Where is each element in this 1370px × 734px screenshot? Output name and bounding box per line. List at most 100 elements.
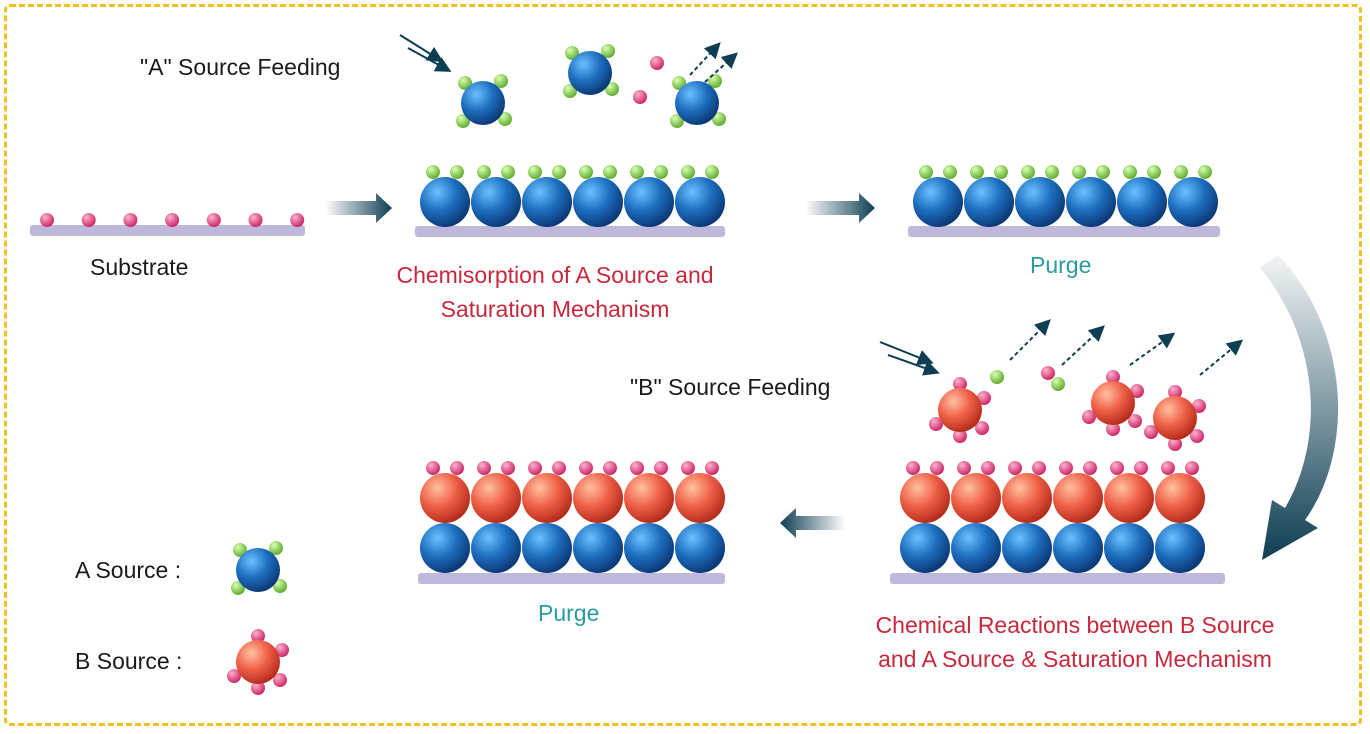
purge-top-caption: Purge — [1030, 252, 1092, 278]
byproduct — [990, 370, 1004, 384]
surface-ligand — [1059, 461, 1073, 475]
b-ligand — [273, 673, 287, 687]
a-layer-atom — [1104, 523, 1154, 573]
substrate-bar — [418, 573, 725, 584]
surface-ligand — [1072, 165, 1086, 179]
surface-ligand — [705, 165, 719, 179]
surface-ligand — [450, 165, 464, 179]
a-layer-atom — [573, 177, 623, 227]
surface-ligand — [957, 461, 971, 475]
b-ligand — [953, 429, 967, 443]
surface-ligand — [943, 165, 957, 179]
surface-ligand — [477, 461, 491, 475]
surface-ligand — [1161, 461, 1175, 475]
b-ligand — [275, 643, 289, 657]
b-layer-atom — [624, 473, 674, 523]
a-ligand — [601, 44, 615, 58]
a-source-molecule — [461, 81, 505, 125]
b-source-molecule — [1091, 381, 1135, 425]
a-layer-atom — [522, 523, 572, 573]
b-ligand — [977, 391, 991, 405]
b-layer-atom — [420, 473, 470, 523]
b-layer-atom — [1155, 473, 1205, 523]
surface-ligand — [426, 461, 440, 475]
surface-ligand — [1021, 165, 1035, 179]
a-layer-atom — [471, 523, 521, 573]
surface-ligand — [477, 165, 491, 179]
a-ligand — [498, 112, 512, 126]
b-source-feeding-label: "B" Source Feeding — [630, 374, 831, 400]
byproduct — [1051, 377, 1065, 391]
surface-ligand — [528, 165, 542, 179]
substrate-bar — [30, 225, 305, 236]
a-layer-atom — [1015, 177, 1065, 227]
b-ligand — [1106, 422, 1120, 436]
a-source-feeding-label: "A" Source Feeding — [140, 54, 341, 80]
surface-ligand — [1185, 461, 1199, 475]
b-ligand — [251, 629, 265, 643]
chemisorption-caption-line2: Saturation Mechanism — [440, 296, 670, 322]
surface-ligand — [654, 165, 668, 179]
b-layer-atom — [900, 473, 950, 523]
substrate-site — [206, 213, 221, 227]
dashed-border — [4, 4, 1362, 726]
surface-ligand — [906, 461, 920, 475]
b-source-molecule — [1153, 396, 1197, 440]
process-arrow — [325, 193, 392, 223]
process-arrow — [780, 508, 845, 538]
substrate-label: Substrate — [90, 254, 189, 280]
flow-arrow — [1199, 339, 1244, 376]
surface-ligand — [1123, 165, 1137, 179]
substrate-site — [248, 213, 263, 227]
surface-ligand — [450, 461, 464, 475]
surface-ligand — [919, 165, 933, 179]
a-layer-atom — [951, 523, 1001, 573]
b-layer-atom — [951, 473, 1001, 523]
surface-ligand — [681, 461, 695, 475]
a-ligand — [605, 82, 619, 96]
purge-bottom-caption: Purge — [538, 600, 600, 626]
a-layer-atom — [1053, 523, 1103, 573]
b-ligand — [1106, 370, 1120, 384]
b-ligand — [251, 681, 265, 695]
a-layer-atom — [900, 523, 950, 573]
flow-arrow — [1009, 319, 1051, 361]
surface-ligand — [994, 165, 1008, 179]
surface-ligand — [1045, 165, 1059, 179]
a-layer-atom — [573, 523, 623, 573]
surface-ligand — [681, 165, 695, 179]
surface-ligand — [1198, 165, 1212, 179]
process-arrow — [805, 193, 875, 223]
b-ligand — [953, 377, 967, 391]
surface-ligand — [579, 165, 593, 179]
surface-ligand — [654, 461, 668, 475]
a-layer-atom — [964, 177, 1014, 227]
surface-ligand — [630, 165, 644, 179]
a-ligand — [269, 541, 283, 555]
a-ligand — [494, 74, 508, 88]
a-source-molecule — [568, 51, 612, 95]
surface-ligand — [552, 165, 566, 179]
a-layer-atom — [1168, 177, 1218, 227]
b-ligand — [1190, 429, 1204, 443]
surface-ligand — [1008, 461, 1022, 475]
b-ligand — [1130, 384, 1144, 398]
b-ligand — [1168, 437, 1182, 451]
byproduct — [650, 56, 664, 70]
b-layer-atom — [675, 473, 725, 523]
b-ligand — [1192, 399, 1206, 413]
reaction-caption-line1: Chemical Reactions between B Source — [875, 612, 1275, 638]
legend-b-source-label: B Source : — [75, 648, 183, 674]
surface-ligand — [603, 165, 617, 179]
substrate-site — [40, 213, 54, 227]
substrate-site — [123, 213, 138, 227]
b-layer-atom — [1053, 473, 1103, 523]
a-layer-atom — [675, 177, 725, 227]
b-ligand — [975, 421, 989, 435]
substrate-bar — [890, 573, 1225, 584]
a-layer-atom — [420, 177, 470, 227]
a-source-molecule — [675, 81, 719, 125]
flow-arrow — [689, 42, 721, 76]
